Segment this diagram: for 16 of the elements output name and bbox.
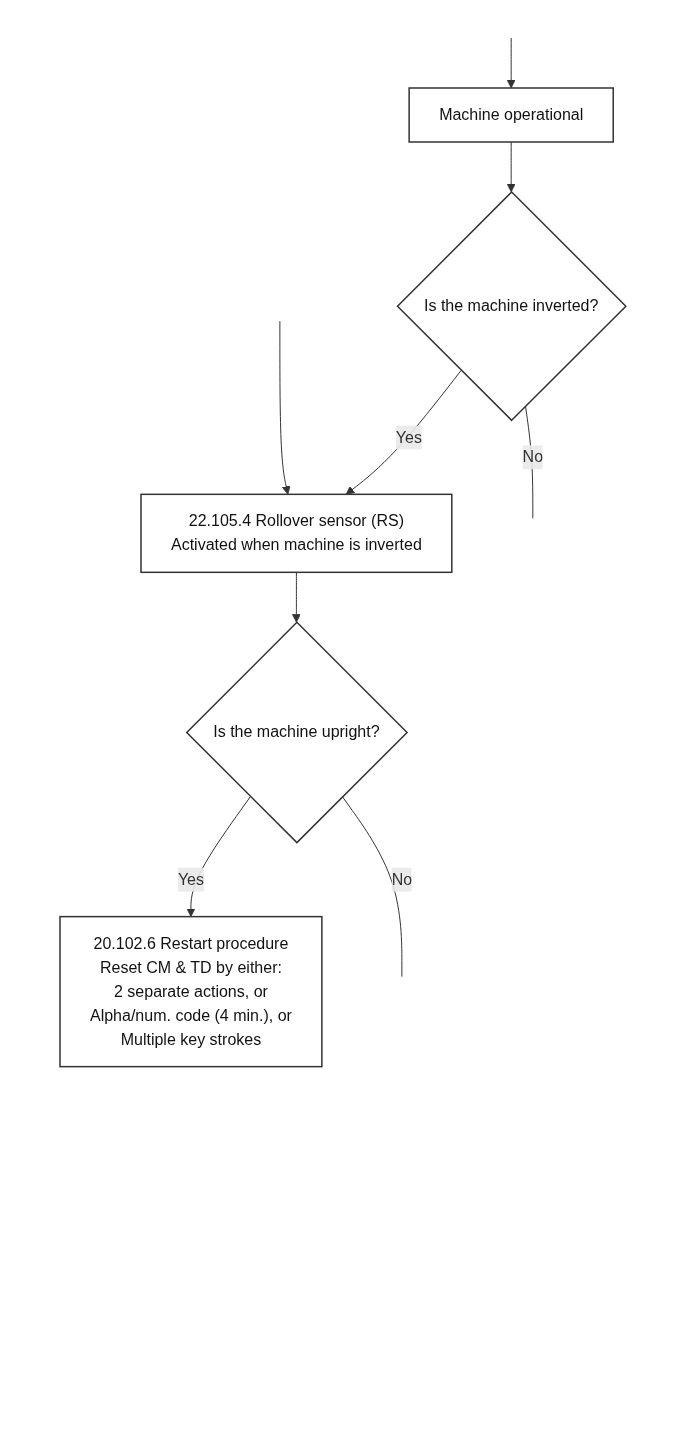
node-diamond: Is the machine upright? <box>185 621 409 844</box>
arrow <box>506 141 516 193</box>
node-box: 20.102.6 Restart procedure Reset CM & TD by either: 2 separate actions, or Alpha/num. code (4 min.), or Multiple key strokes <box>59 915 323 1068</box>
arrow <box>345 369 462 495</box>
arrow <box>506 37 516 89</box>
edge-label: Yes <box>395 428 423 446</box>
connector <box>341 796 403 978</box>
node-diamond: Is the machine inverted? <box>396 190 627 422</box>
node-box: Machine operational <box>408 87 615 143</box>
edge-label: No <box>391 870 413 888</box>
edge-label: No <box>522 448 544 466</box>
connector <box>525 405 534 519</box>
node-box: 22.105.4 Rollover sensor (RS) Activated when machine is inverted <box>140 493 453 574</box>
arrow <box>279 320 291 495</box>
arrow <box>292 571 301 623</box>
edge-label: Yes <box>177 870 205 888</box>
